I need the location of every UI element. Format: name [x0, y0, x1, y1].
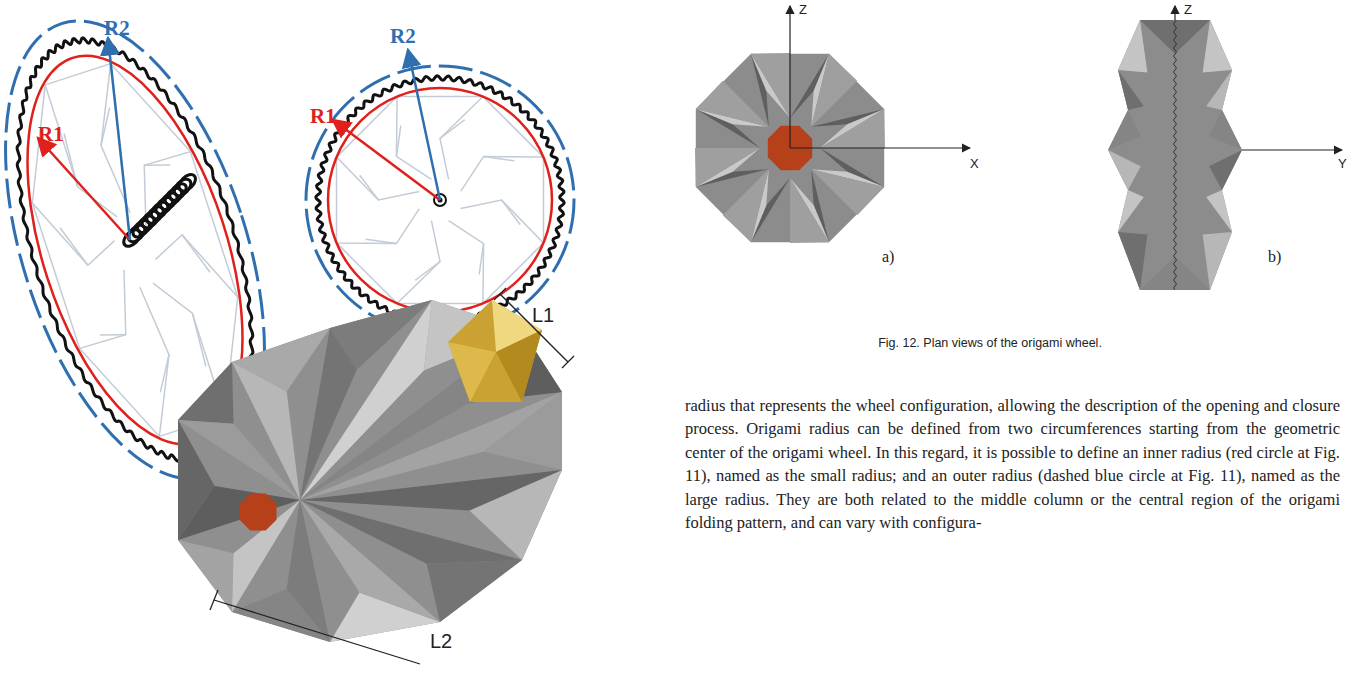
- facet: [178, 540, 234, 612]
- wheel-body: [178, 300, 562, 642]
- facet: [427, 560, 522, 622]
- facet: [1118, 20, 1147, 73]
- seam: [1174, 20, 1177, 290]
- facet: [178, 362, 234, 424]
- subfigure-label: b): [1268, 248, 1281, 266]
- axis-label: Z: [799, 2, 807, 17]
- facet: [1209, 110, 1242, 150]
- gold-module: [448, 342, 496, 402]
- facet: [1206, 70, 1232, 110]
- axis-line: [790, 147, 970, 148]
- mesh-line: [127, 150, 238, 317]
- facet: [300, 330, 522, 500]
- hub: [240, 494, 277, 531]
- figure-part: [0, 0, 315, 511]
- facet: [1209, 150, 1242, 190]
- facet: [300, 328, 357, 500]
- facet: [820, 109, 884, 148]
- mesh-line: [502, 200, 521, 225]
- dimension-label: L2: [430, 630, 452, 653]
- mesh-line: [440, 120, 465, 139]
- facet: [723, 169, 769, 242]
- facet: [300, 470, 562, 511]
- radius-arrow: [108, 38, 130, 240]
- radius-label: R2: [390, 24, 416, 49]
- facet: [751, 54, 790, 118]
- facet: [1108, 150, 1141, 190]
- facet: [178, 486, 300, 540]
- axis-label: Z: [1184, 2, 1192, 17]
- figure-caption: Fig. 12. Plan views of the origami wheel…: [780, 336, 1200, 350]
- radius-label: R1: [38, 122, 64, 147]
- mesh-line: [150, 355, 179, 393]
- mesh-line: [78, 49, 203, 215]
- facet: [1206, 190, 1232, 232]
- axis-line: [789, 6, 790, 148]
- axis-line: [1174, 6, 1175, 20]
- mesh-line: [67, 285, 192, 451]
- axis-line: [1242, 149, 1342, 150]
- dimension-tick: [210, 590, 218, 610]
- facet: [790, 178, 829, 242]
- mesh-line: [461, 156, 544, 243]
- radius-arrow: [38, 138, 130, 240]
- mesh-line: [461, 200, 544, 304]
- mesh-line: [144, 158, 170, 173]
- facet: [751, 53, 790, 118]
- facet: [820, 109, 885, 148]
- spring-coil: [176, 171, 199, 194]
- body-paragraph: radius that represents the wheel configu…: [685, 394, 1340, 534]
- facet: [287, 500, 330, 642]
- axis-label: X: [970, 156, 979, 171]
- gold-module: [496, 330, 542, 402]
- wheel-side: [1108, 20, 1242, 290]
- facet: [1118, 190, 1144, 232]
- mesh-line: [484, 156, 515, 160]
- dimension-line: [214, 600, 420, 664]
- mesh-line: [0, 79, 119, 275]
- facet: [1140, 20, 1210, 54]
- mesh-line: [337, 221, 441, 304]
- facet: [1118, 232, 1147, 290]
- facet: [811, 169, 884, 215]
- facet: [1108, 110, 1141, 150]
- mesh-line: [60, 223, 88, 270]
- radius-arrow: [333, 120, 440, 200]
- facet: [811, 54, 857, 127]
- dimension-line: [500, 294, 568, 362]
- facet: [232, 362, 300, 500]
- mesh-line: [479, 244, 483, 275]
- mesh-line: [415, 262, 440, 281]
- mesh-line: [396, 126, 400, 157]
- subfigure-label: a): [882, 248, 894, 266]
- facet: [695, 148, 760, 187]
- dimension-tick: [494, 288, 506, 300]
- mesh-line: [337, 97, 420, 201]
- mesh-line: [182, 230, 210, 277]
- facet: [696, 81, 769, 127]
- radius-arrow: [408, 50, 440, 200]
- outer-circle: [0, 0, 315, 511]
- mesh-line: [100, 327, 126, 342]
- mesh-line: [189, 313, 209, 366]
- facet: [1203, 232, 1232, 290]
- axis-label: Y: [1338, 156, 1347, 171]
- facet: [790, 178, 829, 243]
- facet: [696, 148, 760, 187]
- radius-label: R1: [310, 104, 336, 129]
- radius-label: R2: [104, 16, 130, 41]
- mesh-line: [61, 134, 81, 187]
- mesh-line: [440, 97, 544, 180]
- dimension-label: L1: [532, 304, 554, 327]
- dimension-tick: [562, 356, 574, 368]
- facet: [1203, 20, 1232, 73]
- mesh-line: [366, 239, 397, 243]
- gold-module: [448, 300, 542, 402]
- mesh-line: [360, 175, 379, 200]
- facet: [1118, 70, 1144, 110]
